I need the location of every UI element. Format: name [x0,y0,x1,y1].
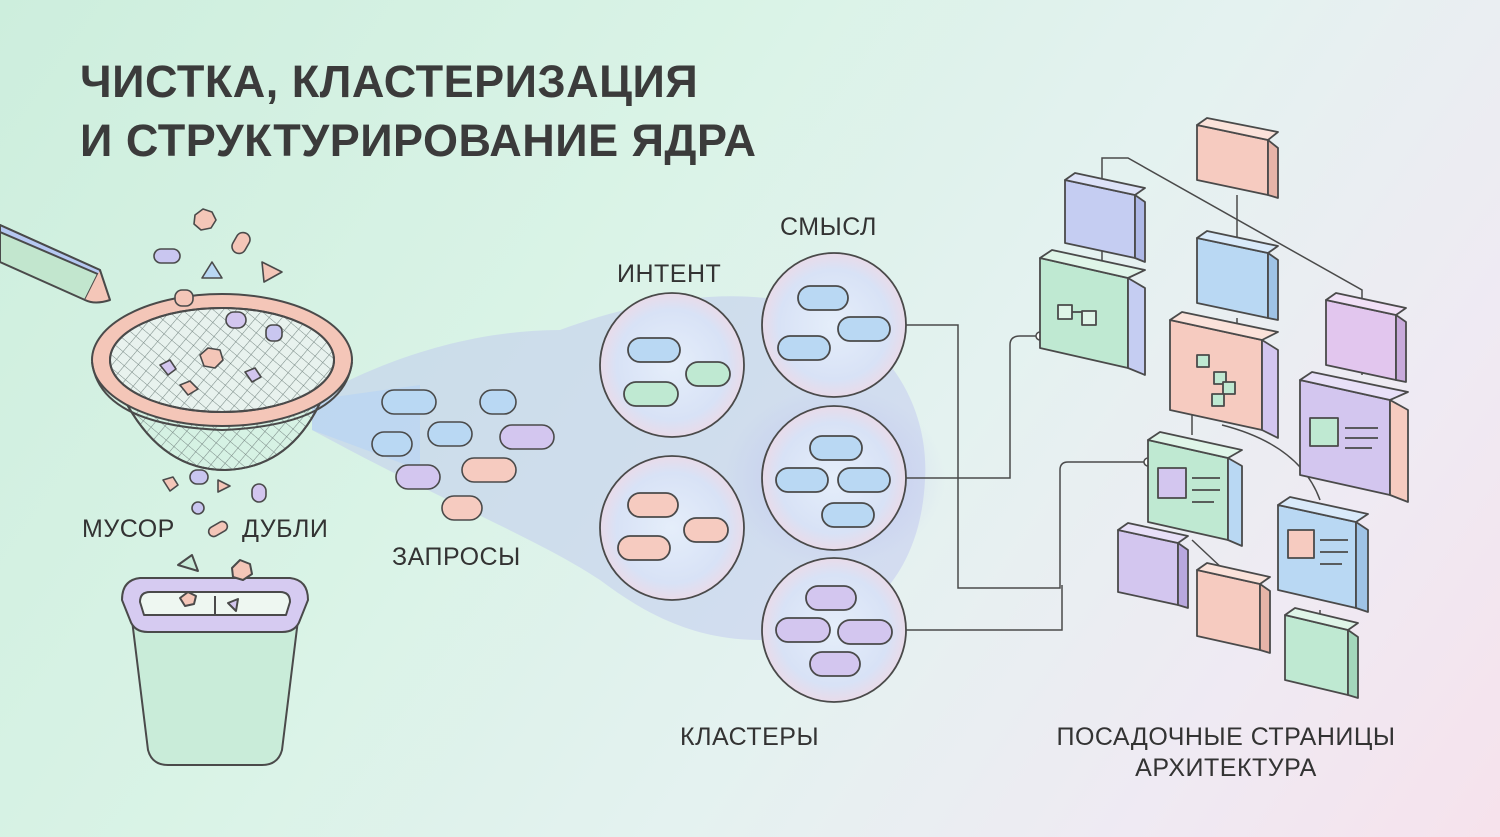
trash-bin-icon [121,554,309,766]
cluster-bubble-3 [761,557,907,703]
cluster-bubble-meaning-1 [761,252,907,398]
query-pill [371,431,413,457]
page-block-icon [1147,431,1243,547]
page-block-icon [1196,562,1271,654]
sieve-particles [153,208,283,538]
cluster-bubble-meaning-2 [761,405,907,551]
title-line-1: ЧИСТКА, КЛАСТЕРИЗАЦИЯ [80,56,699,107]
label-duplicates: ДУБЛИ [242,515,329,543]
label-meaning: СМЫСЛ [780,213,877,241]
page-block-icon [1039,249,1146,376]
label-landing-pages: ПОСАДОЧНЫЕ СТРАНИЦЫ [1056,723,1396,751]
label-architecture: АРХИТЕКТУРА [1135,754,1317,782]
page-block-icon [1196,117,1279,199]
page-block-icon [1325,292,1407,383]
title-line-2: И СТРУКТУРИРОВАНИЕ ЯДРА [80,115,757,166]
page-block-icon [1064,172,1146,263]
query-pill [461,457,517,483]
page-block-icon [1117,522,1189,609]
label-clusters: КЛАСТЕРЫ [680,723,820,751]
label-trash: МУСОР [82,515,175,543]
query-pill [381,389,437,415]
query-pill [479,389,517,415]
page-title: ЧИСТКА, КЛАСТЕРИЗАЦИЯ И СТРУКТУРИРОВАНИЕ… [80,52,757,170]
label-landing-architecture: ПОСАДОЧНЫЕ СТРАНИЦЫ АРХИТЕКТУРА [1040,722,1412,784]
cluster-bubble-intent-1 [599,292,745,438]
query-pill [499,424,555,450]
query-pills [371,389,555,521]
query-pill [441,495,483,521]
page-block-icon [1284,607,1359,699]
query-pill [395,464,441,490]
label-queries: ЗАПРОСЫ [392,543,521,571]
page-block-icon [1196,230,1279,321]
query-pill [427,421,473,447]
cluster-bubble-intent-2 [599,455,745,601]
page-block-icon [1169,311,1279,439]
page-blocks [1039,117,1409,699]
page-block-icon [1277,496,1369,613]
page-block-icon [1299,371,1409,503]
label-intent: ИНТЕНТ [617,260,722,288]
